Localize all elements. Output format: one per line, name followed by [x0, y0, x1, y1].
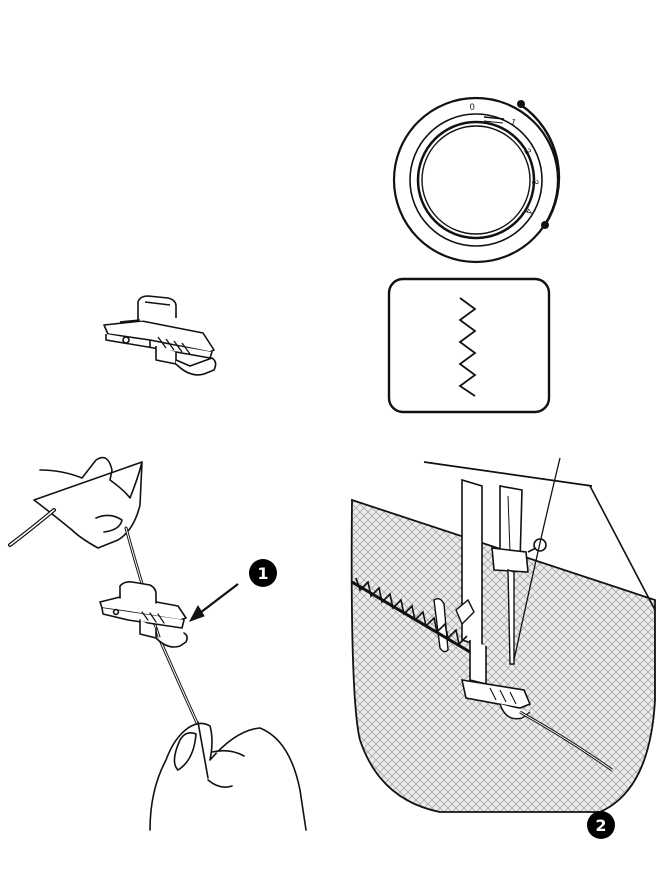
callout-1-number: 1 [257, 564, 268, 583]
fabric-piece [350, 498, 656, 813]
range-end-dot [541, 221, 549, 229]
zigzag-stitch-pattern-icon [387, 277, 551, 414]
callout-1: 1 [188, 559, 277, 622]
callout-2: 2 [587, 811, 615, 839]
hands-threading-foot-icon [8, 456, 307, 831]
dial-mark-3: 3 [530, 179, 540, 185]
stitched-cord [351, 580, 471, 654]
range-start-dot [517, 100, 525, 108]
dial-mark-2: 2 [522, 146, 533, 156]
callout-2-number: 2 [595, 816, 606, 835]
presser-foot-icon [103, 295, 217, 376]
dial-mark-0: 0 [469, 102, 475, 112]
selected-range-arc [520, 104, 561, 226]
dial-mark-1: 1 [509, 116, 517, 127]
zigzag-stitches [355, 577, 468, 646]
stitch-width-dial-icon: 0 1 2 3 4 [392, 96, 561, 264]
sewing-machine-needle-icon [350, 457, 656, 813]
dial-mark-4: 4 [523, 207, 534, 215]
